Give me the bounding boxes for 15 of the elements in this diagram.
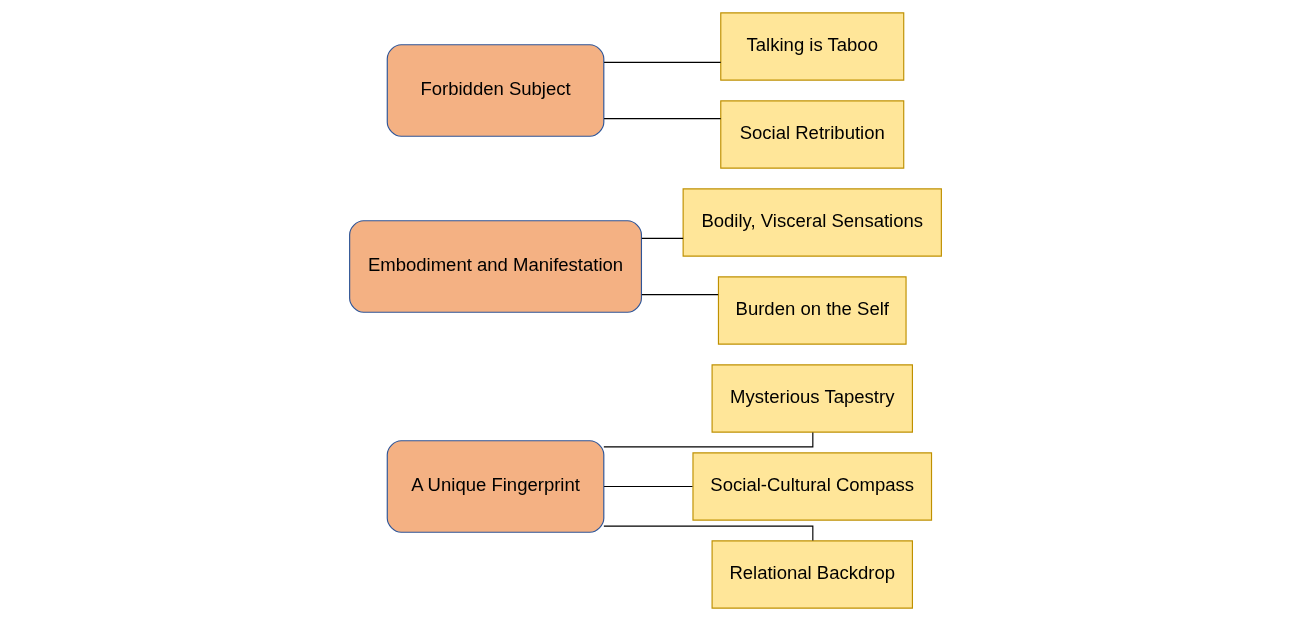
node-box: Mysterious Tapestry [711, 364, 913, 433]
node-box: Burden on the Self [717, 276, 907, 345]
node-box: Relational Backdrop [711, 540, 913, 609]
connector [603, 61, 721, 63]
node-box: Talking is Taboo [719, 12, 904, 81]
node-box: Social-Cultural Compass [691, 452, 932, 521]
node-box: Embodiment and Manifestation [348, 220, 642, 313]
connector [603, 118, 721, 120]
node-box: Bodily, Visceral Sensations [682, 188, 942, 257]
node-box: Forbidden Subject [386, 44, 604, 137]
connector [640, 237, 684, 239]
connector [640, 294, 719, 296]
node-box: A Unique Fingerprint [386, 440, 604, 533]
connector [603, 485, 693, 488]
node-box: Social Retribution [719, 100, 904, 169]
